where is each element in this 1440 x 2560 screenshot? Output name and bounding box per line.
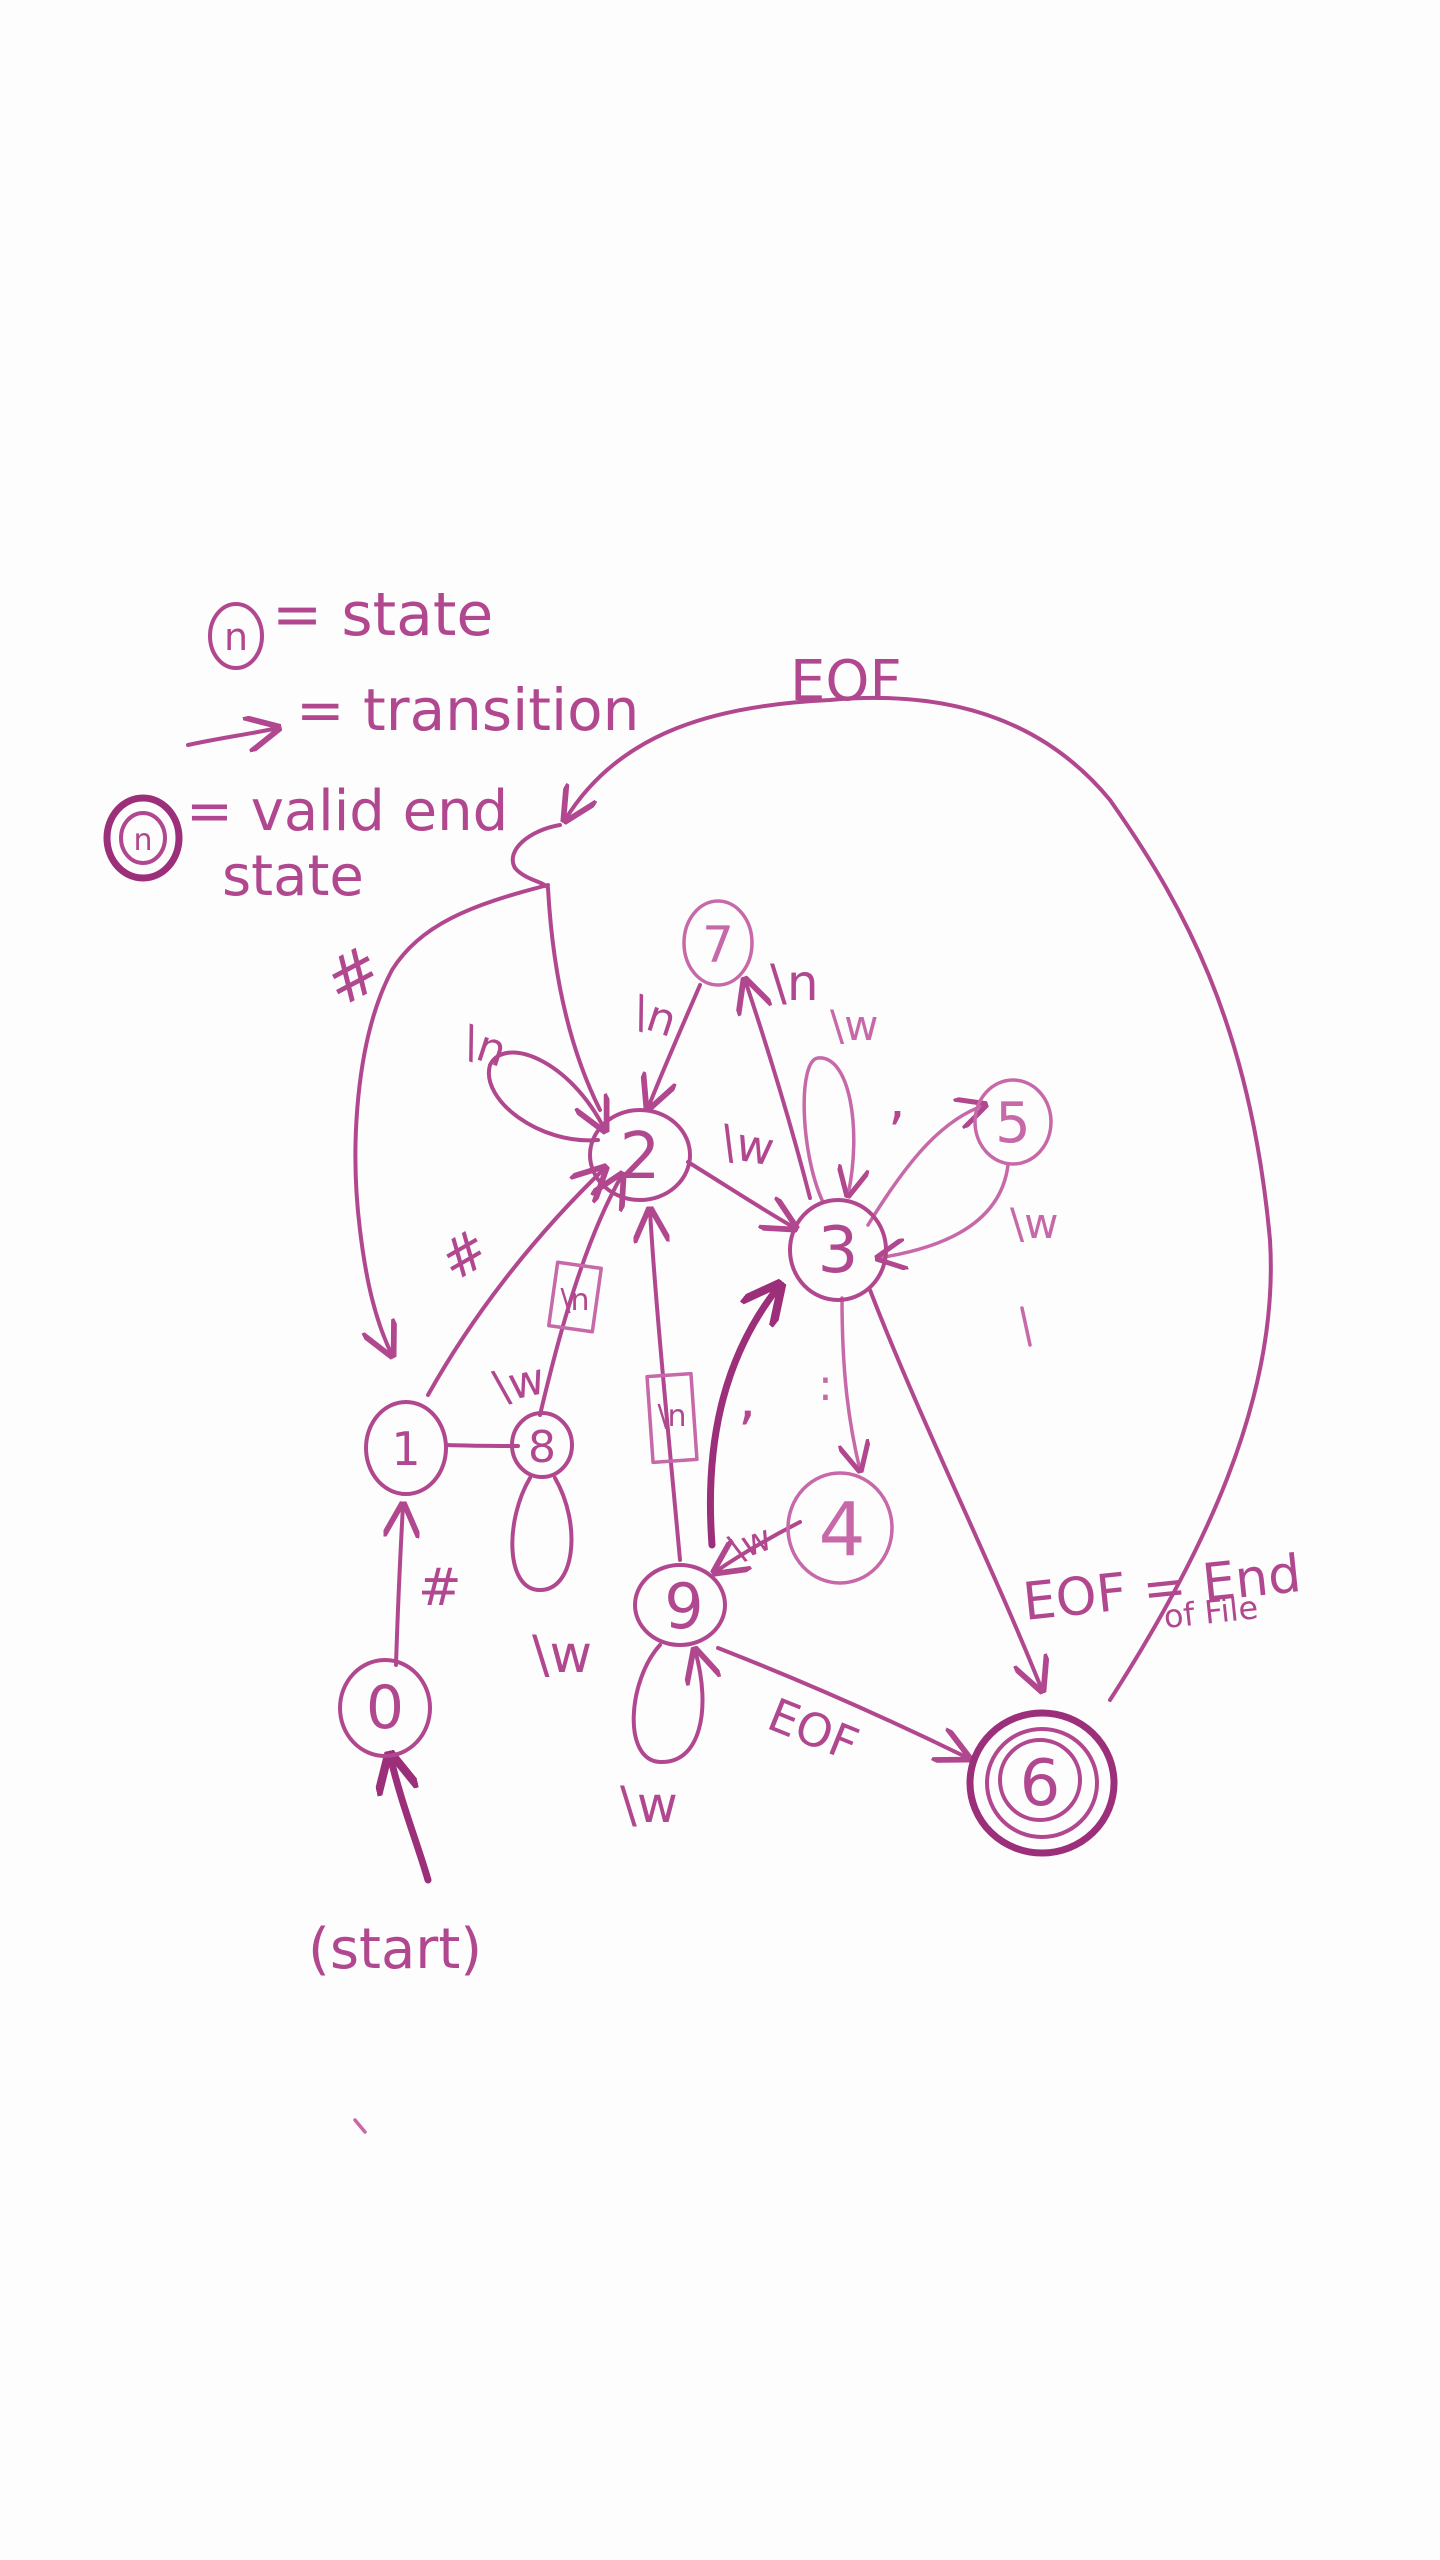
state-5-label: 5: [995, 1091, 1031, 1156]
edge-8-to-2: [538, 1175, 622, 1417]
edge-top-swirl: [510, 823, 562, 890]
state-6-label: 6: [1020, 1747, 1061, 1821]
edge-9-to-2-label-box: [645, 1371, 699, 1465]
edge-3-to-5: [866, 1105, 985, 1227]
edge-3-to-7: [745, 980, 812, 1200]
edge-3-to-4-label: :: [818, 1360, 833, 1411]
edge-8-self-label: \w: [532, 1625, 592, 1685]
edge-loop-to-1: [353, 883, 550, 1355]
edge-start-to-0: [390, 1755, 432, 1884]
state-0: 0: [338, 1658, 432, 1758]
edge-eof-arc-label: EOF: [790, 649, 902, 714]
state-7-label: 7: [702, 916, 734, 974]
edge-9-to-2-label: \n: [657, 1399, 686, 1434]
edge-8-to-2-label: \n: [560, 1283, 589, 1318]
edge-3-self: [802, 1056, 854, 1202]
edge-5-to-3: [878, 1163, 1010, 1258]
state-3: 3: [788, 1198, 888, 1302]
legend-end-text-line2: state: [222, 844, 364, 909]
edge-3-to-5-label: ,: [888, 1067, 906, 1132]
start-label: (start): [308, 1917, 482, 1982]
edge-1-8: [444, 1443, 520, 1448]
legend-end-state-icon-inner: [119, 811, 167, 865]
state-4-label: 4: [818, 1487, 865, 1573]
edge-1-to-2: [426, 1168, 605, 1397]
edge-3-to-4: [842, 1296, 860, 1470]
edge-3-self-label: \w: [830, 1001, 879, 1050]
state-1-label: 1: [391, 1422, 420, 1476]
edge-4-to-9: [715, 1520, 802, 1572]
edge-1-to-2-label: #: [429, 1216, 500, 1293]
legend-end-state-icon-outer: [103, 794, 183, 882]
edge-2-self: [486, 1050, 605, 1143]
edge-8-self: [510, 1476, 574, 1592]
legend-state-symbol: n: [224, 615, 248, 659]
state-5: 5: [973, 1078, 1053, 1166]
legend-state-text: = state: [272, 580, 493, 650]
edge-9-self-label: \w: [620, 1776, 678, 1834]
legend-state-icon: [208, 602, 264, 670]
legend-transition-arrow-icon: [186, 728, 278, 745]
legend: n = state = transition n = valid end sta…: [103, 580, 639, 909]
edge-9-to-3: [706, 1285, 780, 1549]
state-9: 9: [633, 1563, 727, 1647]
edge-2-self-label: \n: [456, 1016, 512, 1078]
stray-marks: [353, 1306, 1032, 2134]
edge-7-to-2-label: \n: [626, 986, 682, 1048]
edge-9-self: [631, 1645, 703, 1765]
edge-top-to-2: [546, 886, 602, 1112]
legend-end-text-line1: = valid end: [186, 779, 508, 844]
state-6: 6: [966, 1709, 1118, 1857]
edge-eof-arc: [565, 695, 1273, 1702]
edge-loop-to-1-label: #: [313, 932, 395, 1023]
edge-5-to-3-label: \w: [1010, 1199, 1059, 1248]
edge-2-to-3: [686, 1160, 795, 1228]
transitions: # # # \n \w \w \n \n \w \n \w: [313, 649, 1273, 1884]
edge-3-to-6: [868, 1288, 1042, 1690]
state-9-label: 9: [664, 1570, 703, 1643]
legend-end-state-symbol: n: [133, 823, 152, 858]
state-2: 2: [588, 1108, 692, 1202]
eof-note-line1: EOF = End: [1020, 1544, 1304, 1633]
edge-0-to-1-label: #: [418, 1558, 462, 1618]
edge-8-to-2-label-box: [547, 1260, 603, 1334]
edge-2-to-3-label: \w: [717, 1114, 779, 1176]
legend-transition-text: = transition: [296, 676, 639, 744]
edge-9-to-2: [650, 1210, 682, 1562]
state-7: 7: [682, 899, 754, 987]
state-8-label: 8: [528, 1422, 556, 1473]
state-2-label: 2: [620, 1120, 661, 1194]
edge-9-to-6: [716, 1646, 968, 1758]
state-8: 8: [510, 1411, 574, 1479]
edge-9-to-6-label: EOF: [761, 1687, 866, 1771]
edge-1-8-label: \w: [489, 1353, 549, 1413]
edge-9-to-3-label: ,: [738, 1364, 756, 1432]
state-0-label: 0: [366, 1673, 404, 1743]
edge-7-to-2: [648, 983, 702, 1108]
state-4: 4: [786, 1471, 894, 1585]
state-1: 1: [364, 1400, 448, 1496]
state-3-label: 3: [818, 1214, 859, 1288]
states: 0 1 2 3 4 5 6 7: [338, 899, 1118, 1857]
edge-3-to-7-label: \n: [770, 954, 819, 1012]
edge-0-to-1: [396, 1505, 403, 1667]
